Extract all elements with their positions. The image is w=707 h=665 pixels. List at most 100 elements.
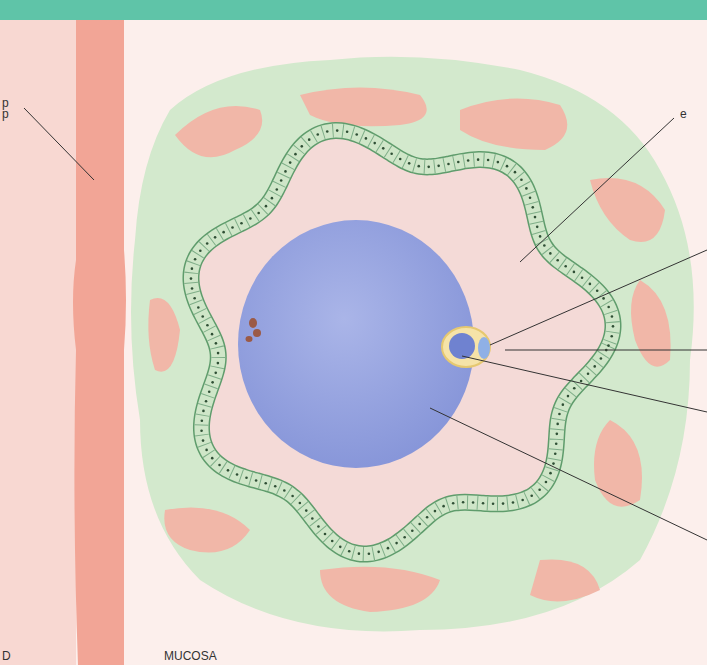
cell-nucleus <box>543 244 546 247</box>
cell-nucleus <box>280 179 283 182</box>
cell-nucleus <box>283 489 286 492</box>
cell-nucleus <box>602 297 605 300</box>
cell-nucleus <box>502 502 505 505</box>
cell-nucleus <box>447 163 450 166</box>
cell-nucleus <box>549 472 552 475</box>
cell-borders <box>191 131 613 554</box>
cell-nucleus <box>206 324 209 327</box>
cell-nucleus <box>418 523 421 526</box>
cell-nucleus <box>355 133 358 136</box>
cell-nucleus <box>512 501 515 504</box>
cell-nucleus <box>387 547 390 550</box>
cell-nucleus <box>276 188 279 191</box>
cell-nucleus <box>382 147 385 150</box>
cell-nucleus <box>368 553 371 556</box>
cell-nucleus <box>358 552 361 555</box>
cell-nucleus <box>417 165 420 168</box>
cell-nucleus <box>217 362 220 365</box>
cell-nucleus <box>289 161 292 164</box>
cell-nucleus <box>472 501 475 504</box>
cell-nucleus <box>530 495 533 498</box>
cell-nucleus <box>339 546 342 549</box>
cell-nucleus <box>539 235 542 238</box>
cell-nucleus <box>311 517 314 520</box>
cell-nucleus <box>556 423 559 426</box>
cell-nucleus <box>607 344 610 347</box>
cell-nucleus <box>197 306 200 309</box>
cell-nucleus <box>194 258 197 261</box>
cell-nucleus <box>534 216 537 219</box>
cell-nucleus <box>211 381 214 384</box>
cell-nucleus <box>211 333 214 336</box>
cell-nucleus <box>531 206 534 209</box>
cell-nucleus <box>573 387 576 390</box>
cell-nucleus <box>206 242 209 245</box>
cell-nucleus <box>191 287 194 290</box>
cell-nucleus <box>274 485 277 488</box>
cell-nucleus <box>581 276 584 279</box>
region-label: MUCOSA <box>164 650 217 662</box>
cell-nucleus <box>240 222 243 225</box>
outer-layer <box>0 20 76 665</box>
cell-nucleus <box>554 452 557 455</box>
cell-nucleus <box>201 315 204 318</box>
cell-nucleus <box>564 265 567 268</box>
cell-nucleus <box>214 236 217 239</box>
cell-nucleus <box>227 469 230 472</box>
cell-nucleus <box>462 501 465 504</box>
cell-nucleus <box>346 130 349 133</box>
cell-nucleus <box>525 187 528 190</box>
cell-nucleus <box>610 335 613 338</box>
cell-nucleus <box>305 509 308 512</box>
cell-nucleus <box>600 357 603 360</box>
cell-nucleus <box>612 325 615 328</box>
cell-nucleus <box>291 495 294 498</box>
cell-nucleus <box>521 499 524 502</box>
cell-nucleus <box>299 502 302 505</box>
header-bar <box>0 0 707 20</box>
cell-nucleus <box>506 165 509 168</box>
cell-nucleus <box>567 395 570 398</box>
cell-nucleus <box>202 439 205 442</box>
cell-nucleus <box>231 226 234 229</box>
cell-nucleus <box>520 178 523 181</box>
cell-nucleus <box>331 540 334 543</box>
cell-nucleus <box>390 152 393 155</box>
cell-nucleus <box>558 413 561 416</box>
cell-nucleus <box>193 297 196 300</box>
cell-nucleus <box>265 205 268 208</box>
cell-nucleus <box>596 289 599 292</box>
cell-nucleus <box>365 137 368 140</box>
epithelium-band <box>191 131 613 554</box>
cell-nucleus <box>317 525 320 528</box>
cell-nucleus <box>202 410 205 413</box>
epithelium <box>190 129 615 555</box>
cell-nucleus <box>562 403 565 406</box>
cell-nucleus <box>593 365 596 368</box>
cell-nucleus <box>199 249 202 252</box>
cell-nucleus <box>294 153 297 156</box>
cell-nucleus <box>215 342 218 345</box>
cell-nucleus <box>555 443 558 446</box>
cell-nucleus <box>437 165 440 168</box>
cell-nucleus <box>442 505 445 508</box>
cell-nucleus <box>514 171 517 174</box>
cell-nucleus <box>208 390 211 393</box>
cell-nucleus <box>336 129 339 132</box>
cell-nucleus <box>587 373 590 376</box>
cell-nucleus <box>201 419 204 422</box>
cell-nucleus <box>395 542 398 545</box>
cell-nucleus <box>191 267 194 270</box>
brown-granules <box>246 318 262 342</box>
cell-nucleus <box>611 315 614 318</box>
cell-nucleus <box>271 197 274 200</box>
cell-nucleus <box>190 277 193 280</box>
cell-nucleus <box>348 550 351 553</box>
cell-nucleus <box>284 170 287 173</box>
cell-nucleus <box>217 352 220 355</box>
cell-nucleus <box>457 161 460 164</box>
cell-nucleus <box>255 479 258 482</box>
cell-nucleus <box>556 259 559 262</box>
